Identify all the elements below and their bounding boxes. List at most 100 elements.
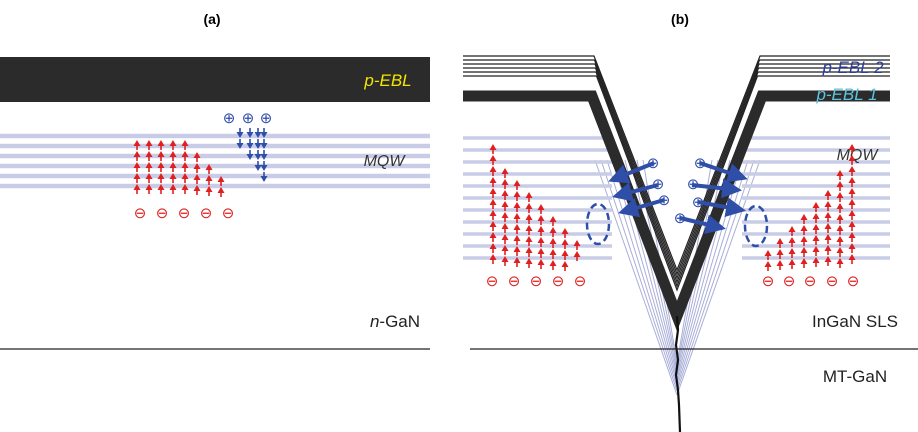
electron-arrow [501,256,509,266]
electron-arrow-head [836,203,844,209]
electron-arrow [513,257,521,267]
hole-arrow-head [246,143,254,149]
electron-arrow [525,258,533,268]
electron-arrow [812,213,820,223]
hole-injection-arrow [618,197,665,218]
electron-arrow-head [513,257,521,263]
electron-arrow-head [193,185,201,191]
electron-arrow [169,173,177,183]
electron-arrow [205,175,213,185]
electron-arrow [157,173,165,183]
electron-arrow [836,170,844,180]
electron-arrow [573,240,581,250]
electron-arrow [513,246,521,256]
electron-arrow-head [800,258,808,264]
electron-arrow [848,221,856,231]
electron-arrow [836,236,844,246]
electron-arrow [848,243,856,253]
electron-arrow [513,213,521,223]
hole-symbol: ⊕ [658,192,671,209]
electron-arrow-head [764,261,772,267]
electron-symbol: ⊖ [804,273,817,290]
electron-arrow [549,260,557,270]
hole-injection-arrow [679,214,726,235]
electron-arrow [537,248,545,258]
electron-arrow [489,188,497,198]
electron-arrow-head [157,184,165,190]
electron-arrow [501,245,509,255]
electron-arrow [489,166,497,176]
electron-arrow [489,254,497,264]
hole-injection-arrows: ⊕⊕⊕⊕⊕⊕⊕ [608,155,748,235]
electron-arrow [764,250,772,260]
electron-arrow-head [848,166,856,172]
electron-arrow [800,225,808,235]
electron-symbol: ⊖ [508,273,521,290]
electron-arrow [181,151,189,161]
electron-arrow [133,184,141,194]
electron-arrow [501,201,509,211]
hole-injection-arrow [691,178,742,199]
electron-arrow-head [525,192,533,198]
electron-arrow-head [848,254,856,260]
electron-arrow-head [489,166,497,172]
hole-arrows [236,128,268,182]
hole-arrow-head [254,165,262,171]
electron-arrow-head [501,190,509,196]
electron-arrow-head [193,152,201,158]
electron-arrow-head [836,225,844,231]
electron-symbol: ⊖ [156,205,169,222]
hole-arrow [236,139,244,149]
electron-arrow [169,140,177,150]
electron-arrow-head [525,225,533,231]
electron-arrow [145,173,153,183]
electron-arrow-head [181,184,189,190]
hole-arrow-head [260,132,268,138]
electron-arrow [145,140,153,150]
electron-arrow [157,162,165,172]
electron-arrow [133,140,141,150]
electron-symbol: ⊖ [134,205,147,222]
electron-arrow-head [525,247,533,253]
electron-arrow [812,202,820,212]
electron-arrow-head [217,187,225,193]
electron-arrow-head [157,162,165,168]
electron-arrow-head [489,254,497,260]
electron-arrow [169,184,177,194]
hole-arrow [254,150,262,160]
hole-arrow [246,139,254,149]
p-ebl-layer [0,57,430,102]
hole-arrow [246,128,254,138]
p-ebl-2-line [463,67,890,284]
electron-arrow-head [169,151,177,157]
electron-arrow [537,204,545,214]
electron-arrow-head [812,213,820,219]
electron-arrow-head [133,140,141,146]
electron-arrow [800,236,808,246]
electron-arrow-head [513,246,521,252]
electron-arrow-head [824,201,832,207]
electron-arrow-head [489,188,497,194]
p-ebl-2-line [463,75,890,292]
electron-arrow-head [561,250,569,256]
electron-arrow [848,188,856,198]
electron-arrow-head [157,173,165,179]
hole-symbol: ⊕ [260,110,273,127]
electron-arrows [489,144,856,271]
electron-arrow [157,184,165,194]
electron-symbol: ⊖ [486,273,499,290]
electron-arrow-head [537,259,545,265]
electron-arrow [788,259,796,269]
hole-injection-arrow [697,197,746,217]
electron-arrow-head [812,224,820,230]
electron-arrow [193,152,201,162]
electron-arrow-head [836,181,844,187]
electron-symbol: ⊖ [552,273,565,290]
electron-arrow [181,162,189,172]
hole-arrow-head [260,154,268,160]
electron-arrow-head [848,188,856,194]
electron-arrow-head [800,214,808,220]
electron-symbol: ⊖ [783,273,796,290]
electron-arrow [181,140,189,150]
